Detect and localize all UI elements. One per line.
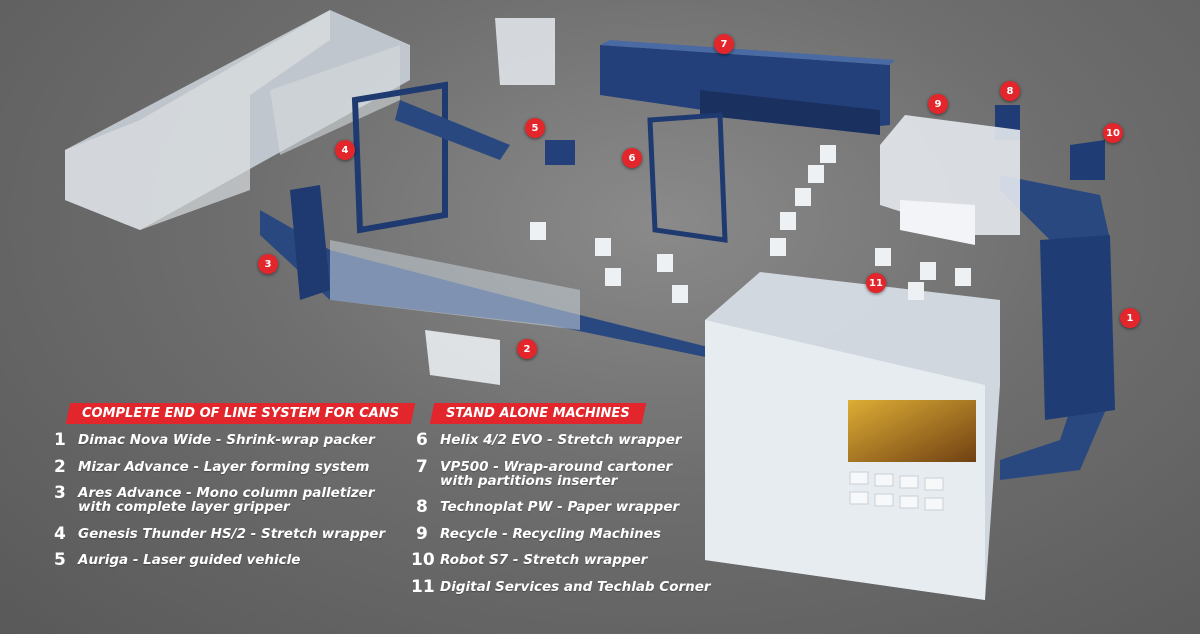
- marker-4[interactable]: 4: [335, 140, 355, 160]
- tables: [530, 145, 971, 303]
- right-conveyor-line: [995, 105, 1115, 480]
- marker-2[interactable]: 2: [517, 339, 537, 359]
- marker-5[interactable]: 5: [525, 118, 545, 138]
- marker-7[interactable]: 7: [714, 34, 734, 54]
- marker-1[interactable]: 1: [1120, 308, 1140, 328]
- marker-3[interactable]: 3: [258, 254, 278, 274]
- display-shelf: [425, 330, 500, 385]
- conveyor-line: [260, 81, 728, 360]
- marker-6[interactable]: 6: [622, 148, 642, 168]
- marker-8[interactable]: 8: [1000, 81, 1020, 101]
- marker-11[interactable]: 11: [866, 273, 886, 293]
- main-glass-booth: [705, 272, 1000, 600]
- recycle-booth: [880, 115, 1020, 245]
- marker-10[interactable]: 10: [1103, 123, 1123, 143]
- legend-title: STAND ALONE MACHINES: [429, 403, 646, 424]
- vp500-machine: [600, 40, 895, 135]
- legend-title: COMPLETE END OF LINE SYSTEM FOR CANS: [65, 403, 416, 424]
- marker-9[interactable]: 9: [928, 94, 948, 114]
- left-glass-building: [65, 10, 410, 230]
- kiosk: [495, 18, 555, 85]
